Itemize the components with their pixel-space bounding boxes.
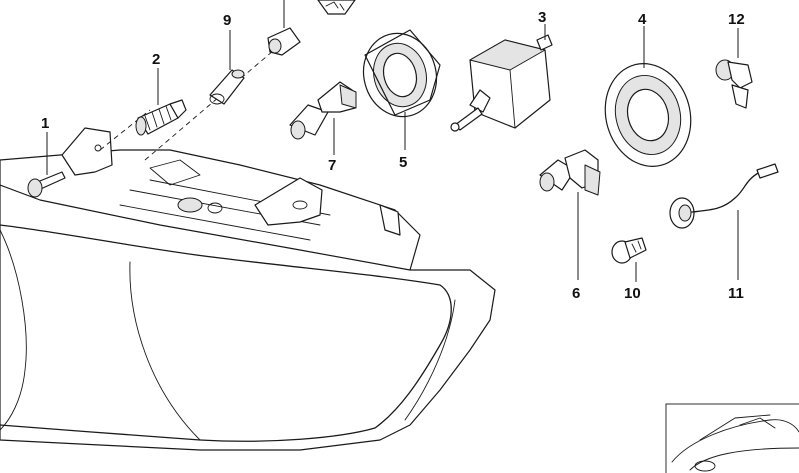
part-6-bulb: 6 xyxy=(539,149,601,302)
callout-12: 12 xyxy=(728,11,745,28)
headlight-housing xyxy=(0,127,496,451)
part-2-adjuster: 2 xyxy=(135,51,187,136)
callout-11: 11 xyxy=(728,285,744,302)
part-1-screw: 1 xyxy=(27,115,66,198)
part-5-cover-cap: 5 xyxy=(362,29,441,171)
part-3-ballast: 3 xyxy=(450,9,553,132)
callout-6: 6 xyxy=(572,285,580,302)
callout-7: 7 xyxy=(328,157,336,174)
part-10-bulb: 10 xyxy=(611,237,647,302)
callout-2: 2 xyxy=(152,51,160,68)
callout-4: 4 xyxy=(638,11,647,28)
part-12-bulb-socket: 12 xyxy=(715,11,753,109)
part-4-cover-cap: 4 xyxy=(604,11,692,167)
callout-3: 3 xyxy=(538,9,546,26)
callout-1: 1 xyxy=(41,115,49,132)
callout-10: 10 xyxy=(624,285,641,302)
alignment-line xyxy=(144,44,281,161)
alignment-line xyxy=(99,109,151,151)
part-7-bulb: 7 xyxy=(289,81,357,174)
part-9-plug: 9 xyxy=(209,12,245,105)
callout-9: 9 xyxy=(223,12,231,29)
warning-label-icon xyxy=(317,0,356,15)
part-8-connector xyxy=(267,0,301,56)
part-11-wiring: 11 xyxy=(669,163,779,302)
car-thumbnail-icon xyxy=(665,403,799,473)
callout-5: 5 xyxy=(399,154,407,171)
